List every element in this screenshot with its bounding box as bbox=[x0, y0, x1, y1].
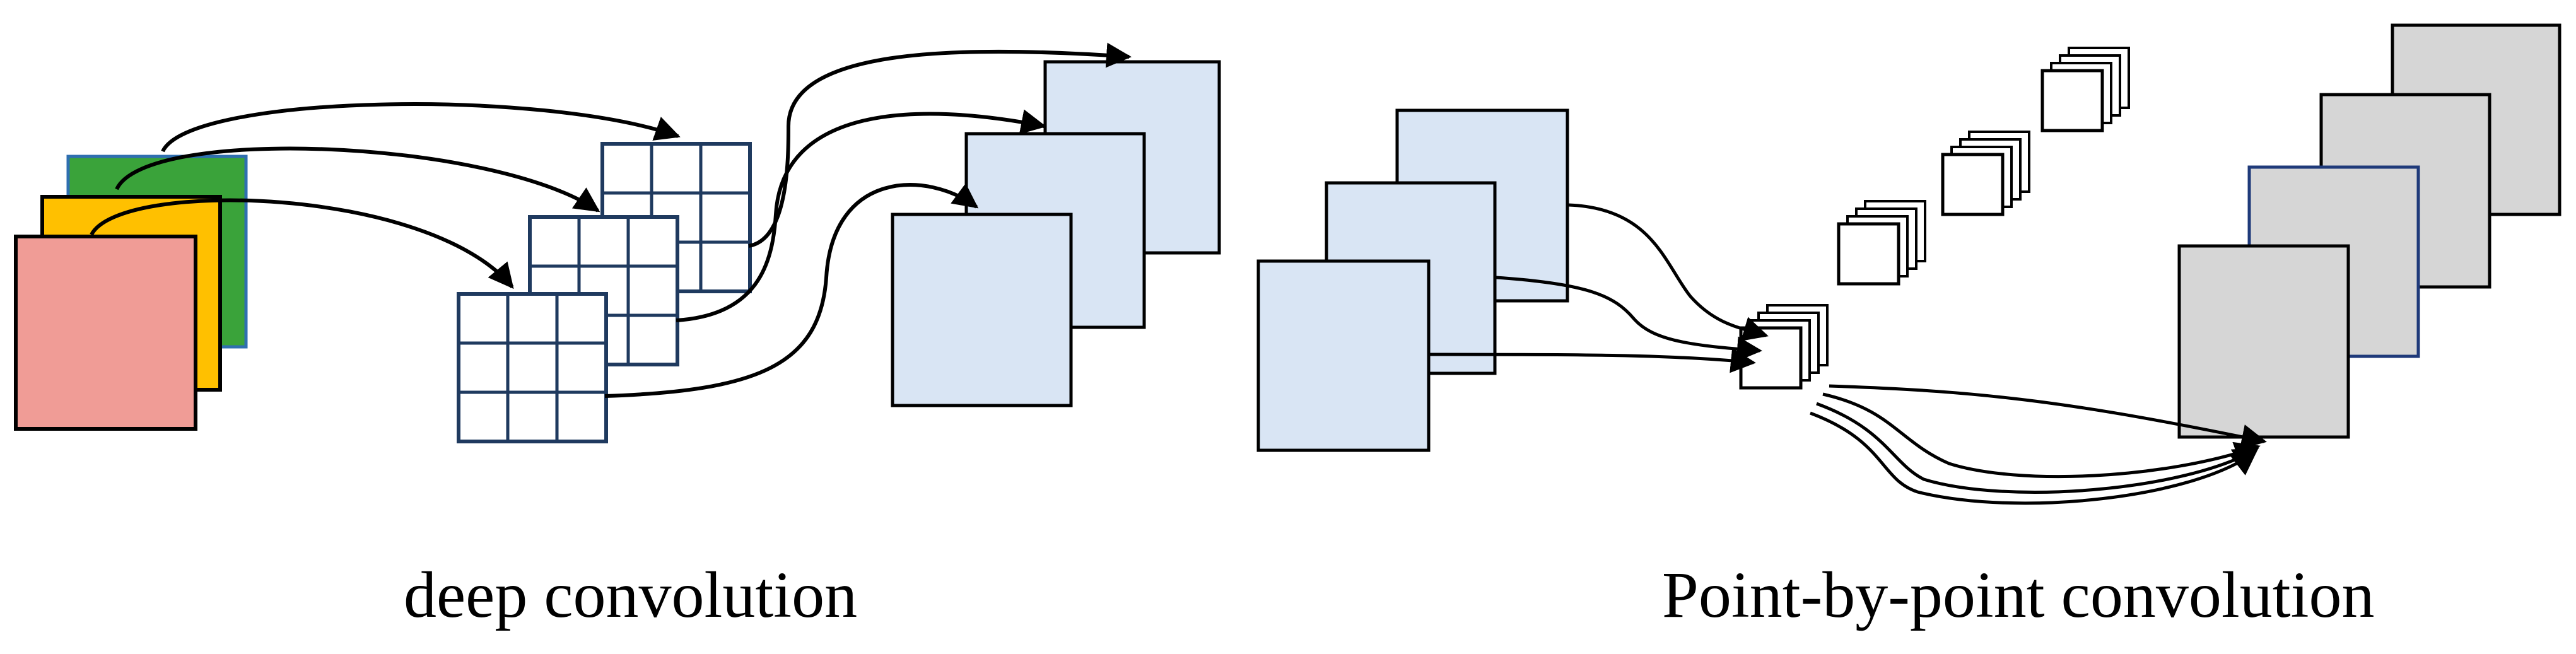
cube-front-face bbox=[1739, 326, 1803, 390]
pw-input-map-front bbox=[1256, 259, 1431, 452]
arrow-green-to-kernel bbox=[161, 102, 681, 153]
kernel-to-map-arrows bbox=[604, 42, 1132, 398]
cube-front-face bbox=[1837, 222, 1900, 286]
arrow-pw-out-3 bbox=[1816, 402, 2259, 494]
dw-output-map-front bbox=[891, 213, 1073, 407]
input-channel-red bbox=[14, 235, 197, 431]
arrow-pw-map-middle-to-kernel bbox=[1496, 276, 1762, 362]
cube-front-face bbox=[1941, 153, 2005, 216]
arrow-kernel-front-to-map bbox=[604, 183, 979, 398]
input-channels bbox=[14, 155, 248, 431]
map-to-pw-kernel-arrows bbox=[1429, 203, 1769, 373]
cube-front-face bbox=[2040, 69, 2104, 132]
arrow-pw-out-4 bbox=[1810, 411, 2258, 505]
arrow-kernel-back-to-map bbox=[748, 42, 1132, 248]
input-to-kernel-arrows bbox=[90, 102, 681, 289]
pointwise-section bbox=[1256, 23, 2561, 505]
depthwise-section bbox=[14, 42, 1221, 443]
arrow-pw-map-back-to-kernel bbox=[1568, 203, 1769, 341]
arrow-kernel-middle-to-map bbox=[676, 109, 1046, 322]
pw-kernel-to-output-arrows bbox=[1810, 384, 2267, 505]
pw-kernel-3 bbox=[2040, 47, 2130, 132]
pw-output-map-4 bbox=[2177, 244, 2350, 439]
pointwise-output-maps bbox=[2177, 23, 2561, 439]
depthwise-kernels bbox=[457, 142, 752, 443]
caption-point-by-point-convolution: Point-by-point convolution bbox=[1662, 559, 2375, 631]
arrow-pw-out-1 bbox=[1829, 384, 2267, 450]
arrow-yellow-to-kernel bbox=[115, 146, 600, 213]
arrow-pw-out-2 bbox=[1822, 392, 2261, 479]
depthwise-output-maps bbox=[891, 60, 1221, 407]
caption-deep-convolution: deep convolution bbox=[404, 559, 858, 631]
arrow-pw-map-front-to-kernel bbox=[1429, 347, 1756, 373]
arrow-red-to-kernel bbox=[90, 198, 514, 289]
pw-kernel-active bbox=[1739, 304, 1829, 390]
pointwise-kernels bbox=[1739, 47, 2130, 390]
kernel-cell-grid bbox=[457, 292, 608, 443]
pw-kernel-2 bbox=[1941, 131, 2030, 216]
pointwise-input-maps bbox=[1256, 108, 1569, 452]
pw-kernel-1 bbox=[1837, 200, 1926, 286]
kernel-front bbox=[457, 292, 608, 443]
